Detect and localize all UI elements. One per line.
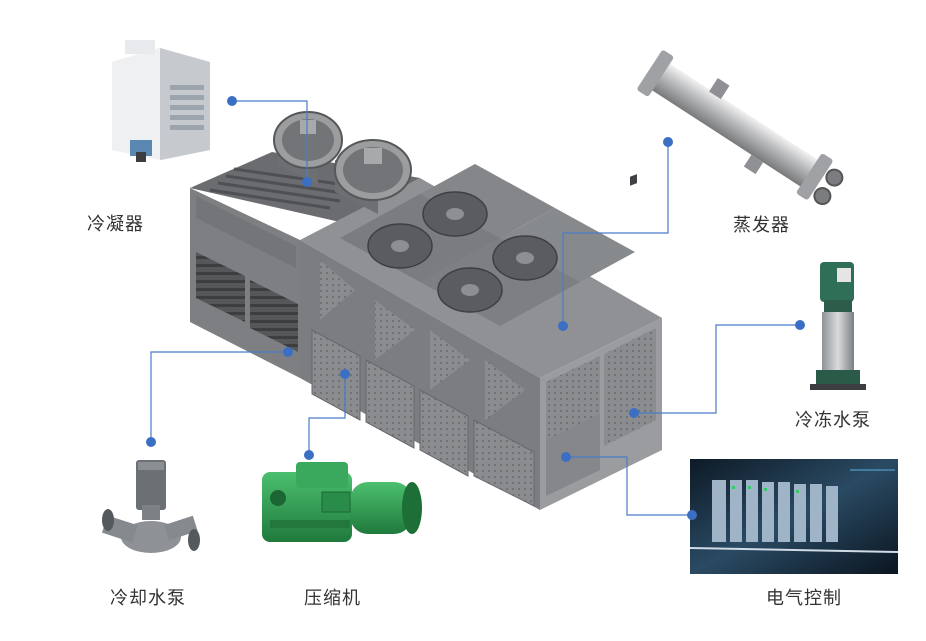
inline-pump-icon xyxy=(102,460,200,553)
chiller-unit xyxy=(190,111,662,510)
evaporator-label: 蒸发器 xyxy=(733,215,790,236)
screw-compressor-icon xyxy=(262,462,422,542)
electrical-control-label: 电气控制 xyxy=(766,588,842,609)
cooling-water-pump-label: 冷却水泵 xyxy=(110,588,186,609)
condenser-fans xyxy=(273,111,412,214)
fan-array xyxy=(340,164,635,326)
compressor-label: 压缩机 xyxy=(304,588,361,609)
shell-tube-evaporator-icon xyxy=(637,50,844,206)
vertical-pump-icon xyxy=(810,262,866,390)
leader-dots xyxy=(146,96,805,520)
plc-panel-icon xyxy=(689,459,899,574)
cooling-tower-icon xyxy=(112,40,210,162)
leader-lines xyxy=(150,100,800,516)
condenser-label: 冷凝器 xyxy=(87,214,144,235)
chilled-water-pump-label: 冷冻水泵 xyxy=(795,410,871,431)
